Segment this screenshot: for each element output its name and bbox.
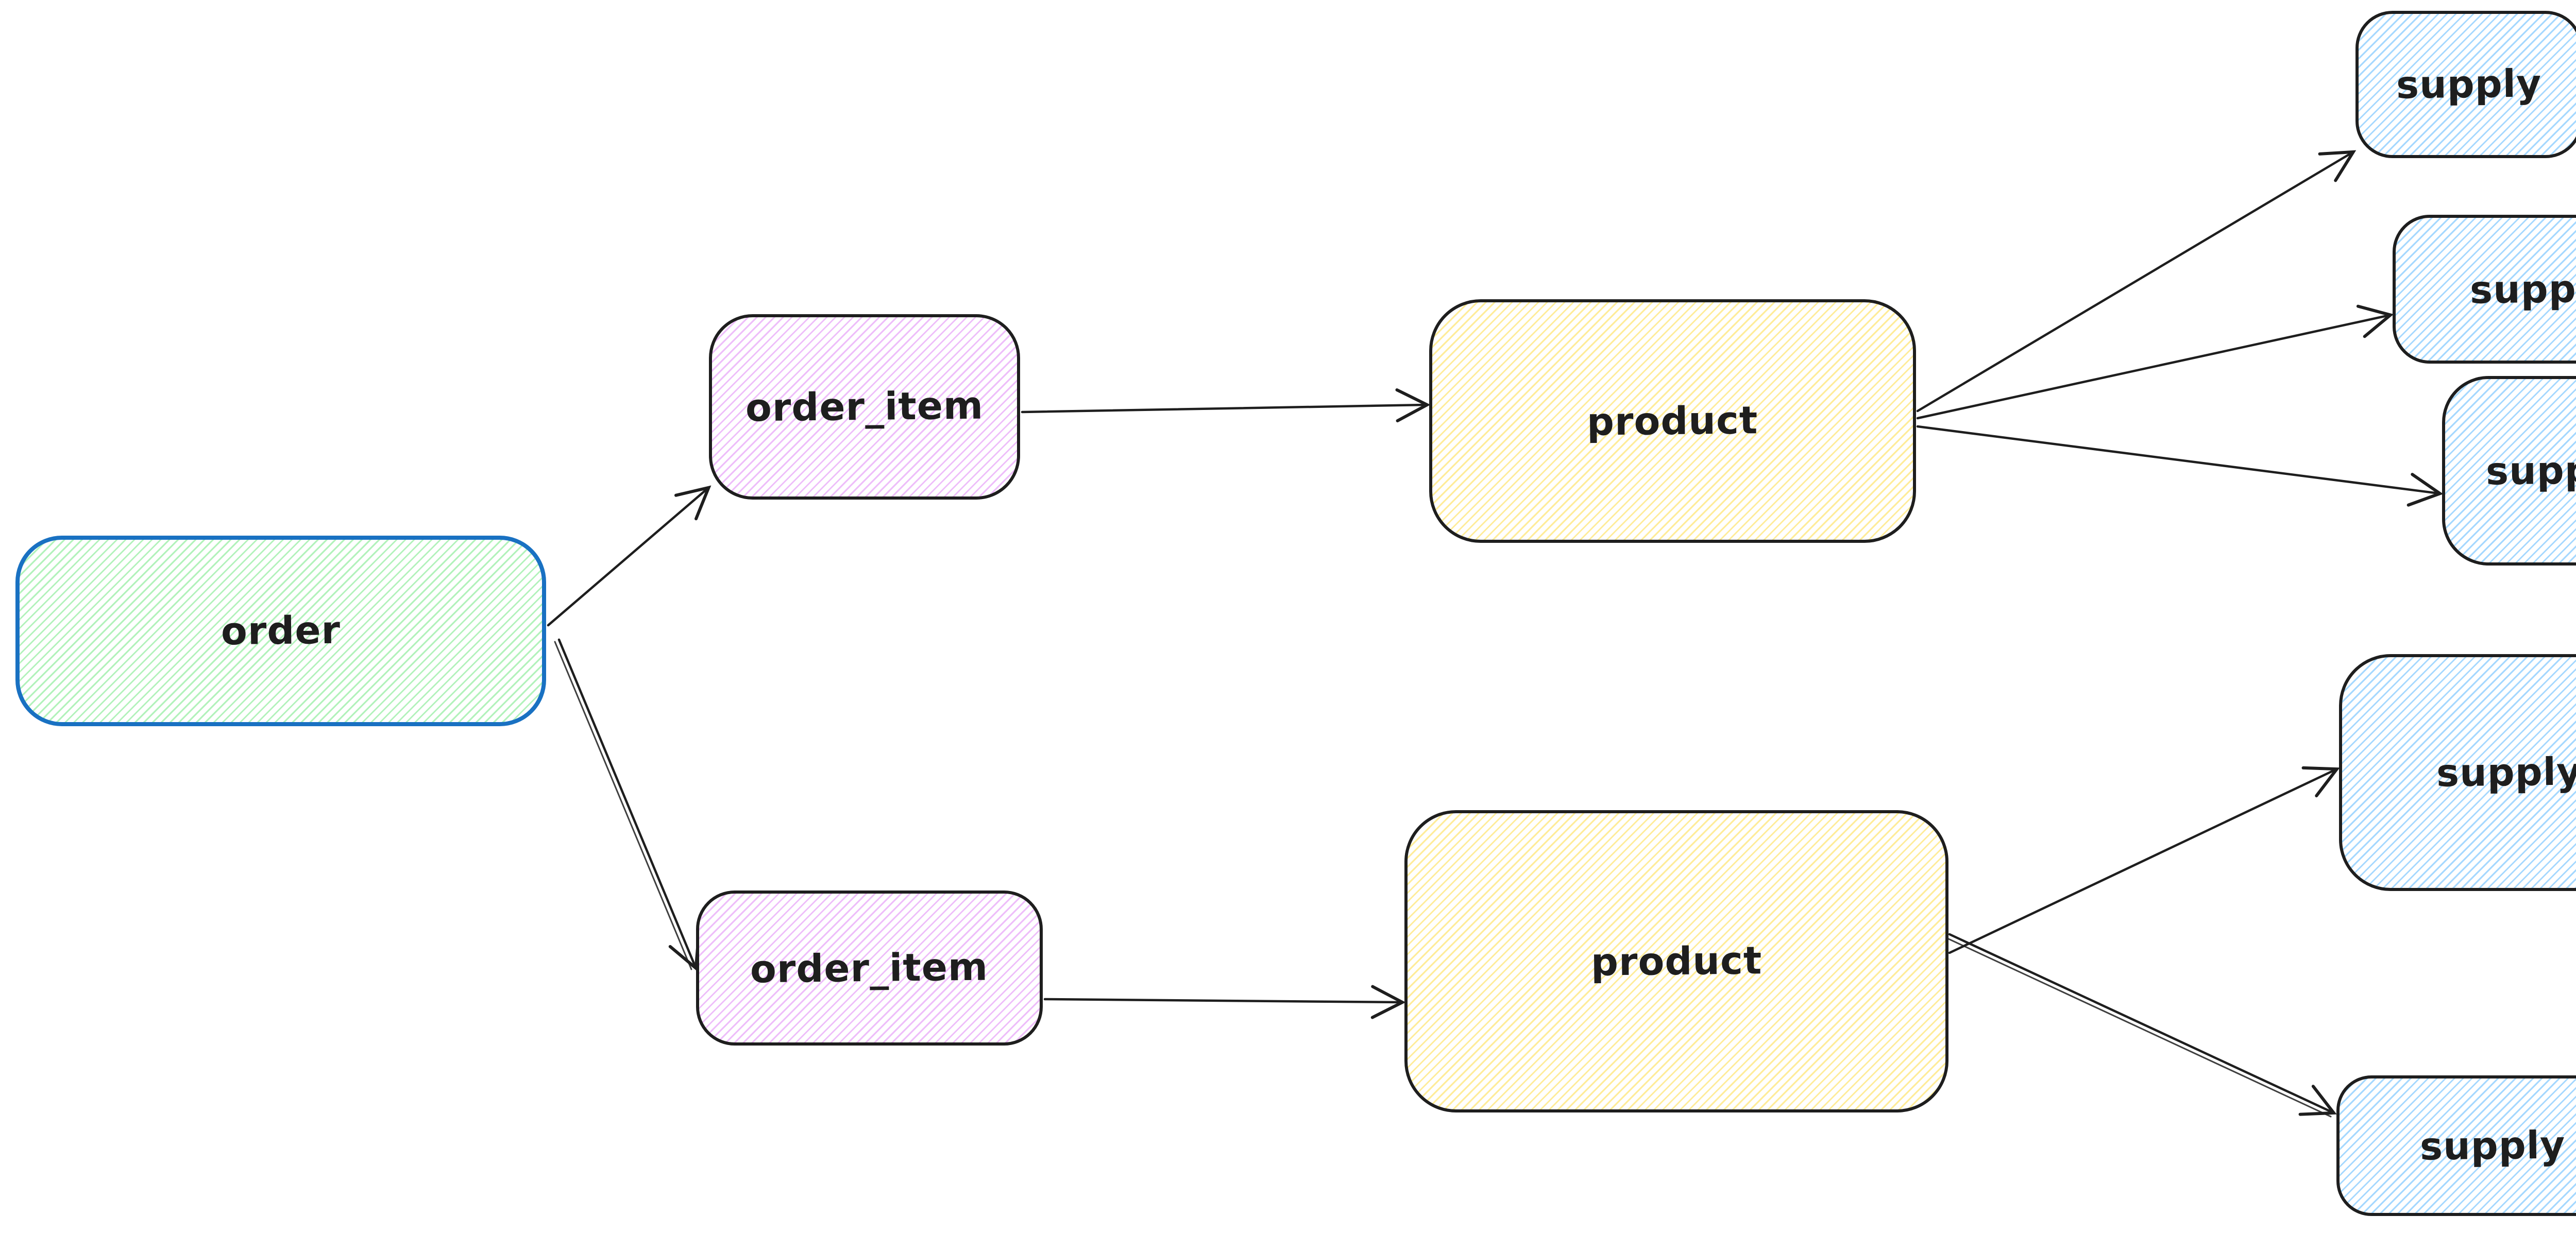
arrow-order-to-order-item-2: [557, 638, 701, 971]
arrow-product-2-to-supply-5-sketch-echo: [1946, 937, 2332, 1118]
node-supply-1-label: supply: [2396, 61, 2543, 108]
node-supply-5-label: supply: [2419, 1123, 2566, 1169]
node-supply-3-label: supply: [2485, 448, 2576, 494]
node-product-1: product: [1429, 299, 1916, 543]
node-order-item-2-label: order_item: [750, 945, 989, 991]
node-supply-1: supply: [2355, 11, 2576, 158]
node-supply-3: supply: [2442, 376, 2576, 566]
node-supply-2: supply: [2393, 215, 2576, 364]
node-supply-2-label: supply: [2469, 266, 2576, 312]
node-product-1-label: product: [1586, 398, 1759, 444]
node-supply-5: supply: [2336, 1075, 2576, 1216]
node-supply-4: supply: [2339, 654, 2576, 891]
arrow-product-1-to-supply-3: [1916, 425, 2444, 507]
node-product-2-label: product: [1590, 938, 1762, 985]
arrow-order-to-order-item-1: [547, 485, 711, 627]
arrow-product-1-to-supply-2: [1916, 304, 2394, 420]
node-order-label: order: [221, 608, 341, 654]
arrow-order-to-order-item-2-sketch-echo: [554, 641, 692, 970]
arrow-order-item-2-to-product-2: [1043, 985, 1406, 1019]
arrow-product-2-to-supply-4: [1948, 766, 2340, 954]
arrow-product-2-to-supply-5: [1948, 933, 2337, 1116]
node-supply-4-label: supply: [2436, 749, 2576, 796]
node-order-item-1-label: order_item: [745, 383, 984, 431]
arrow-order-item-1-to-product-1: [1021, 388, 1431, 422]
node-order-item-1: order_item: [709, 314, 1020, 500]
node-product-2: product: [1404, 810, 1948, 1112]
node-order-item-2: order_item: [696, 890, 1043, 1046]
arrow-product-1-to-supply-1: [1916, 150, 2357, 413]
node-order: order: [15, 536, 546, 726]
